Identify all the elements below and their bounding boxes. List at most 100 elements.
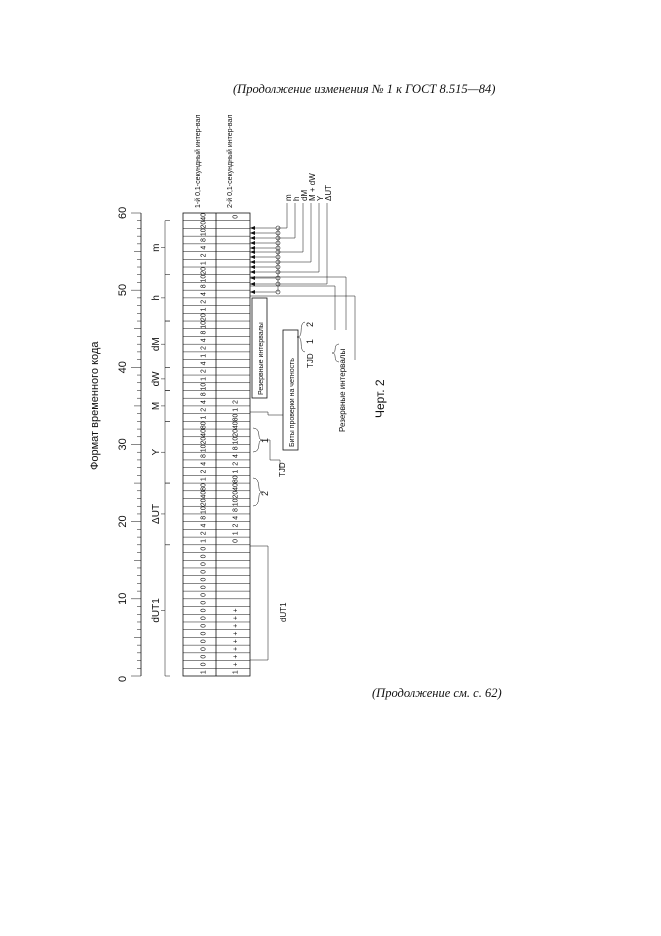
arrow-head — [250, 282, 255, 286]
annot-dut1: dUT1 — [279, 602, 288, 622]
bit-cell: 1 — [200, 415, 207, 419]
bit-cell: 2 — [200, 346, 207, 350]
legend-dut: ΔUT — [324, 185, 333, 201]
bit-cell: 20 — [200, 498, 207, 506]
bit-cell: 2 — [200, 300, 207, 304]
legend-h: h — [292, 197, 301, 201]
bit-table: 1000000000000000012481020408012481020408… — [182, 212, 251, 677]
figure-title: Формат временного кода — [89, 341, 101, 470]
annot-tjd: TJD — [278, 462, 287, 477]
legend: m h dM M + dW Y ΔUT — [284, 173, 333, 201]
bit-cell: 2 — [232, 523, 239, 527]
scale-label: 60 — [117, 207, 129, 219]
bit-cell: 2 — [200, 469, 207, 473]
bit-cell: 4 — [200, 292, 207, 296]
scale-label: 10 — [117, 593, 129, 605]
bit-cell: 8 — [200, 454, 207, 458]
parity-label: Биты проверки на четность — [289, 358, 296, 447]
bit-cell: 20 — [200, 313, 207, 321]
bit-cell: 0 — [200, 570, 207, 574]
bit-cell: 10 — [200, 275, 207, 283]
row2-far-end: 0 — [232, 215, 239, 219]
bit-cell: 1 — [200, 670, 207, 674]
bit-cell: 40 — [200, 213, 207, 221]
bit-cell: 4 — [200, 338, 207, 342]
field-brace — [164, 367, 170, 391]
bit-cell: 1 — [232, 408, 239, 412]
scale-label: 20 — [117, 515, 129, 527]
arrow-head — [250, 246, 255, 250]
bit-cell: 2 — [200, 531, 207, 535]
field-brace — [164, 274, 170, 322]
arrow-head — [250, 270, 255, 274]
field-brace — [164, 544, 170, 677]
reserve-brace — [331, 343, 340, 363]
arrow-head — [250, 241, 255, 245]
bit-cell: 8 — [200, 238, 207, 242]
bit-cell: + — [232, 662, 239, 666]
reserve-label: Резервные интервалы — [258, 322, 265, 395]
bit-cell: 2 — [200, 253, 207, 257]
bottom-reserve: Резервные интервалы — [338, 349, 347, 432]
bit-cell: 20 — [200, 221, 207, 229]
bit-cell: 40 — [232, 421, 239, 429]
arrow-head — [250, 260, 255, 264]
bit-cell: 8 — [200, 516, 207, 520]
page-header: (Продолжение изменения № 1 к ГОСТ 8.515—… — [233, 82, 496, 96]
bit-cell: 0 — [200, 562, 207, 566]
scale-label: 50 — [117, 284, 129, 296]
right-connectors — [250, 203, 356, 360]
bit-cell: 0 — [200, 547, 207, 551]
bit-cell: 4 — [200, 246, 207, 250]
bit-cell: 20 — [200, 267, 207, 275]
bit-cell: 0 — [232, 539, 239, 543]
field-label: dUT1 — [151, 598, 162, 623]
leg-line-h — [278, 203, 296, 239]
scale-ticks — [131, 212, 141, 677]
bit-cell: 1 — [200, 539, 207, 543]
bit-cell: 0 — [200, 601, 207, 605]
bit-cell: 4 — [232, 454, 239, 458]
leg-line-mdw — [278, 203, 312, 263]
annot-2: 2 — [260, 491, 270, 496]
line-reserve — [250, 295, 356, 360]
field-label: dW — [151, 371, 162, 387]
field-brace — [164, 482, 170, 546]
row1-label: 1-й 0,1-секундный интер-вал — [194, 114, 202, 208]
field-label: ΔUT — [151, 504, 162, 524]
arrow-head — [250, 236, 255, 240]
bit-cell: 2 — [232, 400, 239, 404]
leg-line-dm — [278, 203, 304, 253]
reserve-box — [251, 297, 268, 399]
bit-cell: 1 — [200, 377, 207, 381]
bit-cell: 0 — [200, 554, 207, 558]
bit-cell: 8 — [200, 331, 207, 335]
field-label: M — [151, 402, 162, 410]
bit-cell: 0 — [200, 608, 207, 612]
tjd-connector — [263, 439, 281, 470]
bottom-1: 1 — [305, 339, 315, 344]
annot-1: 1 — [260, 438, 270, 443]
legend-y: Y — [316, 195, 325, 201]
field-brace — [164, 220, 170, 275]
scale-label: 0 — [117, 676, 129, 682]
row2-label: 2-й 0,1-секундный интер-вал — [226, 114, 234, 208]
bit-cell: 2 — [232, 462, 239, 466]
bit-cell: 4 — [200, 400, 207, 404]
bit-cell: 80 — [232, 475, 239, 483]
legend-m: m — [284, 194, 293, 201]
bottom-tjd: TJD — [306, 353, 315, 368]
bit-cell: 0 — [200, 632, 207, 636]
bit-cell: 10 — [200, 383, 207, 391]
bit-cell: 2 — [200, 408, 207, 412]
figure-caption: Черт. 2 — [373, 379, 387, 418]
bit-cell: 0 — [200, 624, 207, 628]
field-label: h — [151, 295, 162, 301]
bit-cell: 8 — [200, 284, 207, 288]
arrow-head — [250, 255, 255, 259]
